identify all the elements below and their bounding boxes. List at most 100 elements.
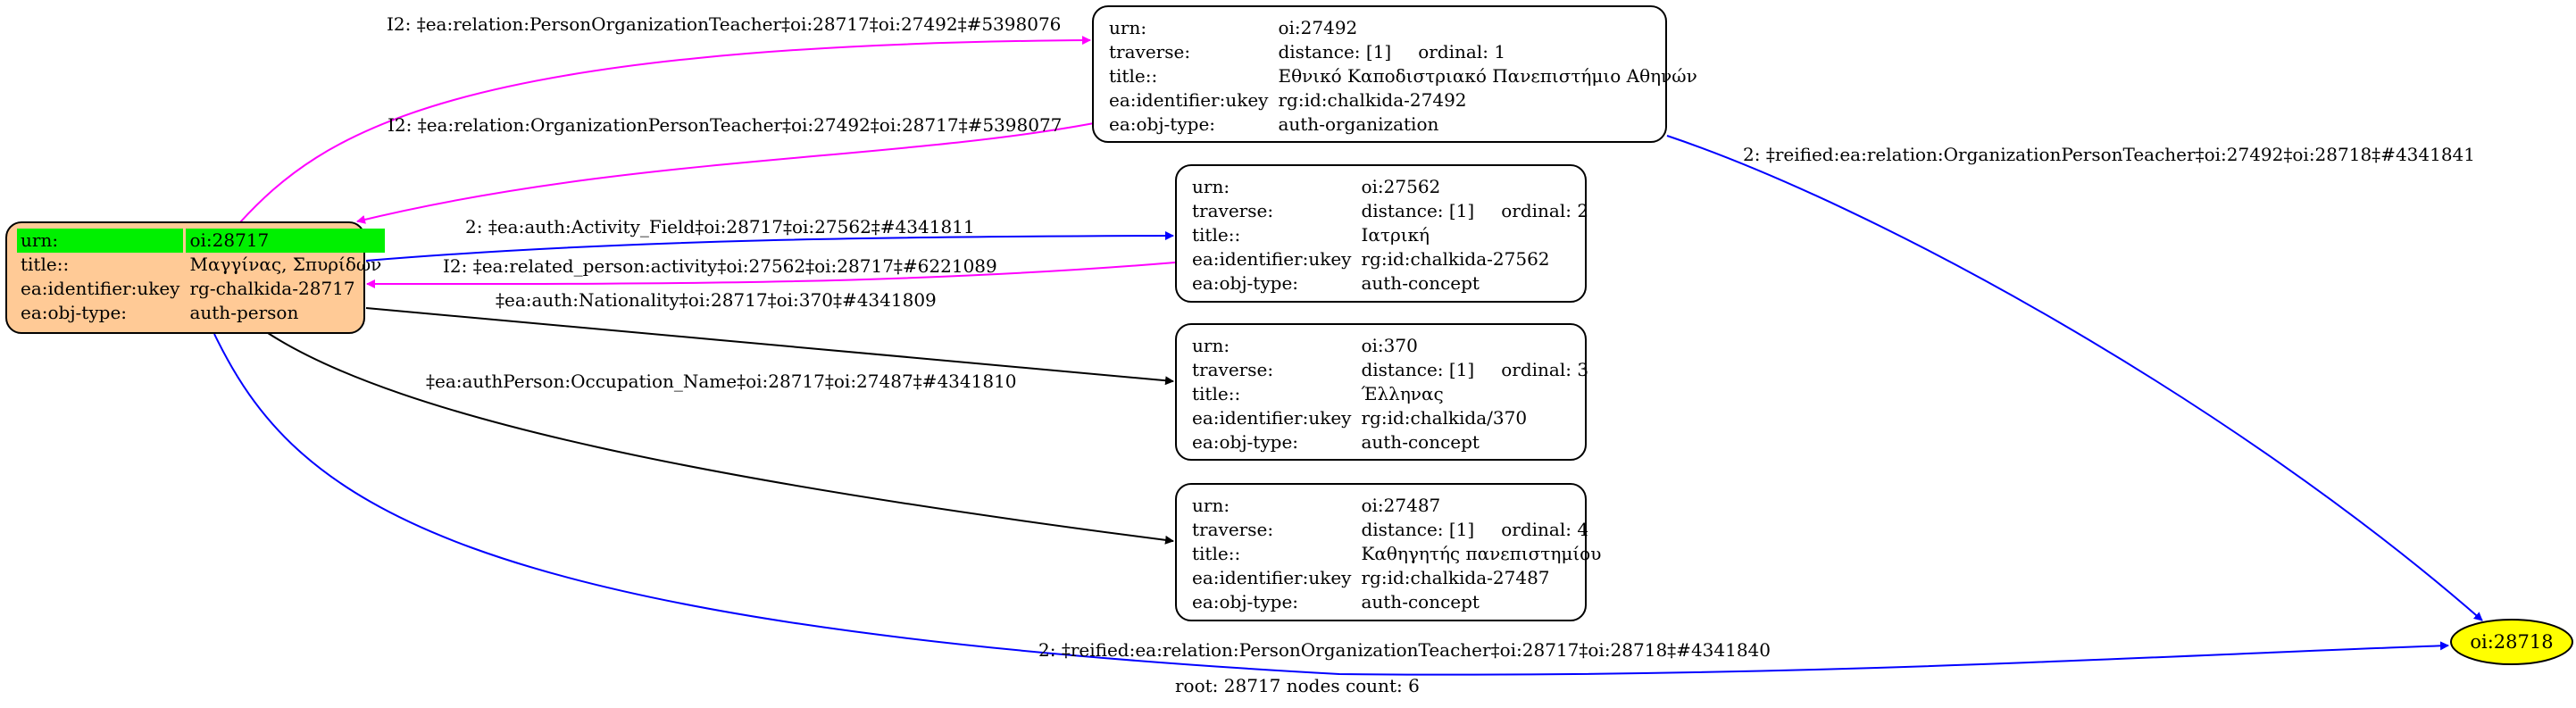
node-oi-27562[interactable]: urn:oi:27562 traverse:distance: [1]ordin… — [1175, 164, 1588, 303]
target-node-label: oi:28718 — [2470, 631, 2553, 653]
node-row-traverse: traverse: distance: [1] ordinal: 2 — [1188, 199, 1592, 223]
node-table: urn: oi:27492 traverse: distance: [1] ordin… — [1103, 16, 1704, 137]
row-value: rg-chalkida-28717 — [189, 278, 355, 299]
distance-value: distance: [1] — [1361, 200, 1475, 221]
row-value: oi:27562 — [1361, 176, 1441, 197]
root-node-row-urn: urn: oi:28717 — [17, 229, 386, 253]
node-row-objtype: ea:obj-type: auth-organization — [1105, 112, 1701, 137]
node-table: urn:oi:27562 traverse: distance: [1] ordin… — [1186, 175, 1595, 296]
row-value: rg:id:chalkida/370 — [1361, 407, 1528, 429]
row-value: Ιατρική — [1361, 224, 1430, 246]
ordinal-value: ordinal: 4 — [1501, 519, 1589, 540]
node-row-title: title::Έλληνας — [1188, 382, 1592, 406]
row-value: rg:id:chalkida-27487 — [1361, 567, 1550, 588]
node-row-title: title::Εθνικό Καποδιστριακό Πανεπιστήμιο… — [1105, 64, 1701, 88]
row-value: Έλληνας — [1361, 383, 1444, 404]
row-value: distance: [1] ordinal: 2 — [1357, 199, 1592, 223]
graph-footer: root: 28717 nodes count: 6 — [1175, 675, 1420, 696]
row-key: ea:obj-type: — [1192, 591, 1299, 612]
row-key: traverse: — [1192, 519, 1274, 540]
node-oi-27487[interactable]: urn:oi:27487 traverse:distance: [1]ordin… — [1175, 483, 1601, 621]
edge-label: 2: ‡ea:auth:Activity_Field‡oi:28717‡oi:2… — [465, 216, 975, 237]
row-value: distance: [1] ordinal: 1 — [1274, 40, 1700, 64]
row-key: urn: — [1192, 495, 1230, 516]
row-key: ea:obj-type: — [1192, 272, 1299, 294]
row-key: title:: — [1192, 543, 1241, 564]
edge-nationality — [365, 307, 1174, 386]
ordinal-value: ordinal: 1 — [1418, 41, 1506, 62]
node-oi-370[interactable]: urn:oi:370 traverse:distance: [1]ordinal… — [1175, 323, 1588, 461]
edge-reified-org-person-teacher — [1666, 135, 2483, 621]
row-value: Καθηγητής πανεπιστημίου — [1361, 543, 1602, 564]
ordinal-value: ordinal: 2 — [1501, 200, 1589, 221]
edge-label: ‡ea:authPerson:Occupation_Name‡oi:28717‡… — [426, 371, 1017, 392]
distance-value: distance: [1] — [1361, 519, 1475, 540]
node-row-urn: urn:oi:27562 — [1188, 175, 1592, 199]
row-key: traverse: — [1109, 41, 1191, 62]
row-value: distance: [1] ordinal: 3 — [1357, 358, 1592, 382]
node-row-traverse: traverse: distance: [1] ordinal: 3 — [1188, 358, 1592, 382]
row-key: ea:identifier:ukey — [21, 278, 180, 299]
root-node-table: urn: oi:28717 title:: Μαγγίνας, Σπυρίδων… — [14, 229, 388, 325]
row-key: traverse: — [1192, 200, 1274, 221]
node-row-objtype: ea:obj-type:auth-concept — [1188, 430, 1592, 454]
node-row-objtype: ea:obj-type: auth-concept — [1188, 271, 1592, 296]
node-row-objtype: ea:obj-type: auth-concept — [1188, 590, 1605, 614]
row-key: ea:identifier:ukey — [1192, 248, 1352, 270]
row-value: rg:id:chalkida-27492 — [1278, 89, 1467, 111]
root-node-row-ukey: ea:identifier:ukey rg-chalkida-28717 — [17, 277, 385, 301]
row-key: title:: — [1109, 65, 1158, 87]
node-row-ukey: ea:identifier:ukey rg:id:chalkida-27492 — [1105, 88, 1701, 112]
edge-label: ‡ea:auth:Nationality‡oi:28717‡oi:370‡#43… — [496, 289, 937, 311]
node-row-title: title::Καθηγητής πανεπιστημίου — [1188, 542, 1605, 566]
root-node-row-objtype: ea:obj-type: auth-person — [17, 301, 385, 325]
row-key: title:: — [1192, 383, 1241, 404]
edge-label: I2: ‡ea:relation:OrganizationPersonTeach… — [388, 114, 1062, 136]
row-value: oi:28717 — [186, 229, 386, 253]
row-key: urn: — [1109, 17, 1147, 38]
row-key: ea:identifier:ukey — [1192, 567, 1352, 588]
node-row-title: title::Ιατρική — [1188, 223, 1592, 247]
row-key: ea:obj-type: — [1192, 431, 1299, 453]
edge-label: I2: ‡ea:relation:PersonOrganizationTeach… — [387, 13, 1061, 35]
edge-related-person-activity — [366, 262, 1176, 289]
node-row-urn: urn: oi:27492 — [1105, 16, 1701, 40]
node-oi-27492[interactable]: urn: oi:27492 traverse: distance: [1] ordin… — [1092, 5, 1697, 143]
node-table: urn:oi:370 traverse: distance: [1] ordinal… — [1186, 334, 1595, 454]
root-node-oi-28717[interactable]: urn: oi:28717 title:: Μαγγίνας, Σπυρίδων… — [5, 221, 386, 334]
target-node-oi-28718[interactable] — [2450, 619, 2573, 665]
row-value: rg:id:chalkida-27562 — [1361, 248, 1550, 270]
node-row-ukey: ea:identifier:ukey rg:id:chalkida-27562 — [1188, 247, 1592, 271]
row-key: ea:obj-type: — [1109, 113, 1216, 135]
edge-org-person-teacher — [356, 122, 1095, 224]
ordinal-value: ordinal: 3 — [1501, 359, 1589, 380]
row-value: auth-organization — [1278, 113, 1439, 135]
row-key: traverse: — [1192, 359, 1274, 380]
distance-value: distance: [1] — [1361, 359, 1475, 380]
row-key: ea:identifier:ukey — [1109, 89, 1269, 111]
row-key: ea:obj-type: — [21, 302, 128, 323]
edge-occupation-name — [267, 332, 1174, 545]
edge-activity-field — [365, 231, 1174, 262]
edge-reified-person-org-teacher — [213, 333, 2449, 676]
distance-value: distance: [1] — [1278, 41, 1392, 62]
root-node-row-title: title:: Μαγγίνας, Σπυρίδων — [17, 253, 385, 277]
node-row-urn: urn:oi:370 — [1188, 334, 1592, 358]
row-key: urn: — [17, 229, 184, 253]
edge-label: 2: ‡reified:ea:relation:PersonOrganizati… — [1038, 639, 1771, 661]
row-key: title:: — [21, 254, 70, 275]
node-row-traverse: traverse: distance: [1] ordinal: 1 — [1105, 40, 1701, 64]
node-row-traverse: traverse: distance: [1] ordinal: 4 — [1188, 518, 1605, 542]
row-key: ea:identifier:ukey — [1192, 407, 1352, 429]
node-row-ukey: ea:identifier:ukey rg:id:chalkida-27487 — [1188, 566, 1605, 590]
row-value: Εθνικό Καποδιστριακό Πανεπιστήμιο Αθηνών — [1278, 65, 1697, 87]
node-row-urn: urn:oi:27487 — [1188, 494, 1605, 518]
node-row-ukey: ea:identifier:ukey rg:id:chalkida/370 — [1188, 406, 1592, 430]
row-value: auth-concept — [1361, 272, 1480, 294]
row-value: auth-concept — [1361, 591, 1480, 612]
row-value: Μαγγίνας, Σπυρίδων — [189, 254, 382, 275]
edge-label: I2: ‡ea:related_person:activity‡oi:27562… — [443, 255, 997, 277]
row-value: auth-person — [189, 302, 299, 323]
row-value: oi:27492 — [1278, 17, 1358, 38]
